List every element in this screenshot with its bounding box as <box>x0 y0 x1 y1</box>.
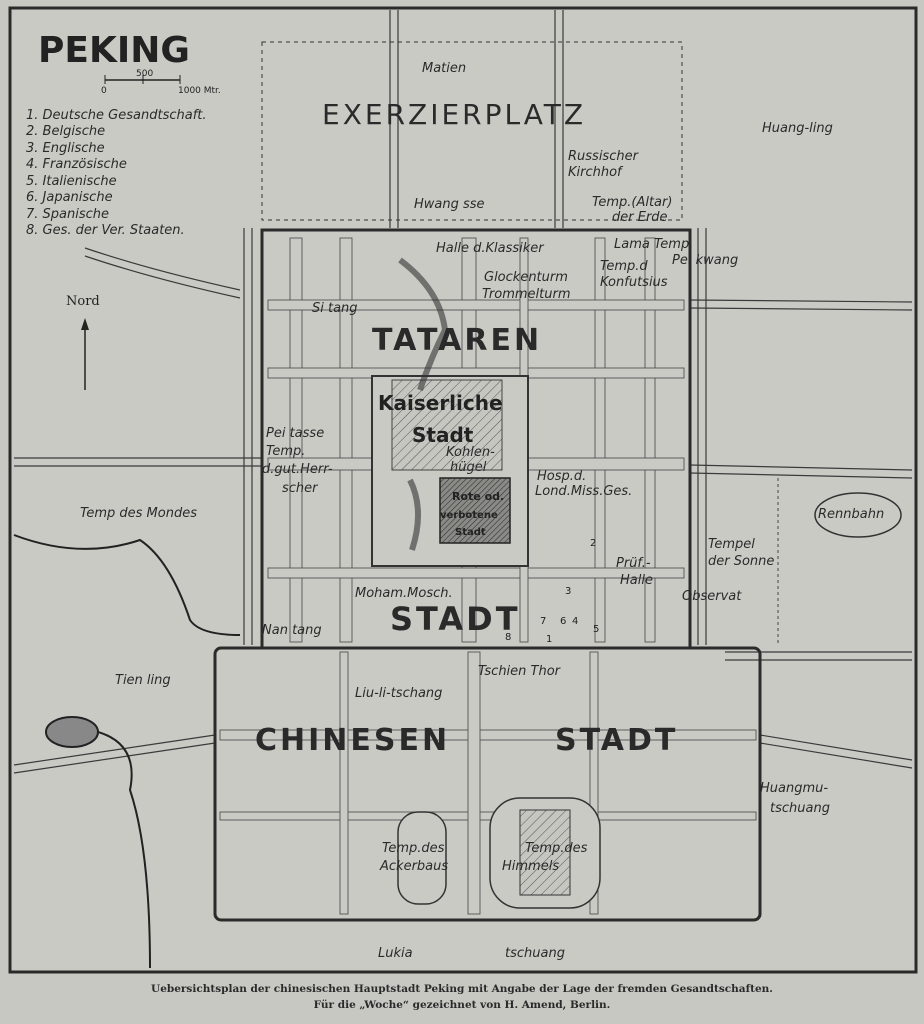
svg-text:1000 Mtr.: 1000 Mtr. <box>178 86 221 96</box>
svg-text:tschuang: tschuang <box>770 801 830 816</box>
legation-3: 3 <box>565 586 571 597</box>
svg-text:Prüf.-: Prüf.- <box>616 556 651 571</box>
svg-text:TATAREN: TATAREN <box>372 323 542 358</box>
svg-text:Lukia: Lukia <box>378 946 413 961</box>
svg-text:Nord: Nord <box>66 294 100 309</box>
legend-item: 8. Ges. der Ver. Staaten. <box>26 223 185 238</box>
svg-text:Lond.Miss.Ges.: Lond.Miss.Ges. <box>535 484 632 499</box>
svg-text:Kohlen-: Kohlen- <box>446 445 495 460</box>
svg-text:Nan tang: Nan tang <box>262 623 322 638</box>
temple-agriculture <box>397 811 447 905</box>
svg-text:Pei kwang: Pei kwang <box>672 253 738 268</box>
svg-text:Pei tasse: Pei tasse <box>266 426 324 441</box>
svg-text:0: 0 <box>101 86 107 96</box>
legend-item: 6. Japanische <box>26 190 113 205</box>
chinese-city-streets <box>219 651 757 915</box>
svg-text:Ackerbaus: Ackerbaus <box>379 859 448 874</box>
svg-text:Tien ling: Tien ling <box>115 673 171 688</box>
legation-5: 5 <box>593 624 599 635</box>
legend-item: 4. Französische <box>26 157 127 172</box>
svg-text:Stadt: Stadt <box>455 527 486 538</box>
svg-text:Temp.: Temp. <box>266 444 305 459</box>
caption-line-1: Uebersichtsplan der chinesischen Hauptst… <box>151 983 773 995</box>
svg-text:verbotene: verbotene <box>440 510 498 521</box>
svg-text:der Sonne: der Sonne <box>708 554 774 569</box>
svg-text:Rote od.: Rote od. <box>452 490 504 503</box>
svg-text:500: 500 <box>136 69 153 79</box>
exerzierplatz-area <box>261 41 683 221</box>
svg-text:Huangmu-: Huangmu- <box>760 781 828 796</box>
svg-text:Temp.d: Temp.d <box>600 259 648 274</box>
svg-text:Si tang: Si tang <box>312 301 358 316</box>
roads <box>13 10 913 969</box>
legend-item: 2. Belgische <box>26 124 105 139</box>
legation-8: 8 <box>505 632 511 643</box>
svg-text:Stadt: Stadt <box>412 423 474 447</box>
legation-markers: 1 2 3 4 5 6 7 8 <box>505 538 599 645</box>
svg-text:Tempel: Tempel <box>708 537 755 552</box>
svg-text:Liu-li-tschang: Liu-li-tschang <box>355 686 442 701</box>
svg-text:STADT: STADT <box>555 723 678 758</box>
svg-text:Temp.des: Temp.des <box>382 841 445 856</box>
svg-text:d.gut.Herr-: d.gut.Herr- <box>262 462 333 477</box>
place-labels: Matien EXERZIERPLATZ Huang-ling Russisch… <box>80 61 884 961</box>
svg-text:Lama Temp.: Lama Temp. <box>614 237 693 252</box>
svg-text:hügel: hügel <box>450 460 487 475</box>
rennbahn-track <box>814 492 902 538</box>
chinese-city-wall <box>213 646 762 922</box>
lake <box>45 716 99 748</box>
svg-text:Temp des Mondes: Temp des Mondes <box>80 506 197 521</box>
svg-text:Tschien Thor: Tschien Thor <box>478 664 562 679</box>
legation-2: 2 <box>590 538 596 549</box>
legend-item: 7. Spanische <box>26 207 109 222</box>
legend-item: 1. Deutsche Gesandtschaft. <box>26 108 207 123</box>
svg-text:tschuang: tschuang <box>505 946 565 961</box>
svg-text:Huang-ling: Huang-ling <box>762 121 833 136</box>
svg-text:der Erde: der Erde <box>612 210 668 225</box>
map-title: PEKING <box>38 30 190 71</box>
svg-text:Temp.(Altar): Temp.(Altar) <box>592 195 672 210</box>
svg-text:Moham.Mosch.: Moham.Mosch. <box>355 586 453 601</box>
svg-text:EXERZIERPLATZ: EXERZIERPLATZ <box>322 98 586 131</box>
svg-text:Hwang sse: Hwang sse <box>414 197 485 212</box>
legend-item: 3. Englische <box>26 141 105 156</box>
legation-6: 6 <box>560 616 566 627</box>
svg-text:Matien: Matien <box>422 61 466 76</box>
caption-line-2: Für die „Woche“ gezeichnet von H. Amend,… <box>314 999 611 1011</box>
svg-text:scher: scher <box>282 481 319 496</box>
svg-text:Russischer: Russischer <box>568 149 640 164</box>
north-arrow: Nord <box>66 294 100 390</box>
legation-4: 4 <box>572 616 578 627</box>
svg-text:Halle d.Klassiker: Halle d.Klassiker <box>436 241 545 256</box>
svg-text:STADT: STADT <box>390 600 521 638</box>
svg-text:Observat: Observat <box>682 589 742 604</box>
svg-text:Hosp.d.: Hosp.d. <box>537 469 586 484</box>
svg-text:Rennbahn: Rennbahn <box>818 507 884 522</box>
svg-text:Kirchhof: Kirchhof <box>568 165 624 180</box>
svg-text:Trommelturm: Trommelturm <box>482 287 571 302</box>
svg-text:CHINESEN: CHINESEN <box>255 723 450 758</box>
scale-bar: 0 500 1000 Mtr. <box>101 69 221 96</box>
legation-1: 1 <box>546 634 552 645</box>
legend-item: 5. Italienische <box>26 174 117 189</box>
svg-text:Temp.des: Temp.des <box>525 841 588 856</box>
forbidden-city <box>439 477 511 544</box>
legend: 1. Deutsche Gesandtschaft. 2. Belgische … <box>26 108 207 238</box>
svg-text:Himmels: Himmels <box>502 859 559 874</box>
svg-text:Glockenturm: Glockenturm <box>484 270 568 285</box>
svg-text:Konfutsius: Konfutsius <box>600 275 668 290</box>
legation-7: 7 <box>540 616 546 627</box>
svg-text:Halle: Halle <box>620 573 653 588</box>
svg-text:Kaiserliche: Kaiserliche <box>378 391 503 415</box>
